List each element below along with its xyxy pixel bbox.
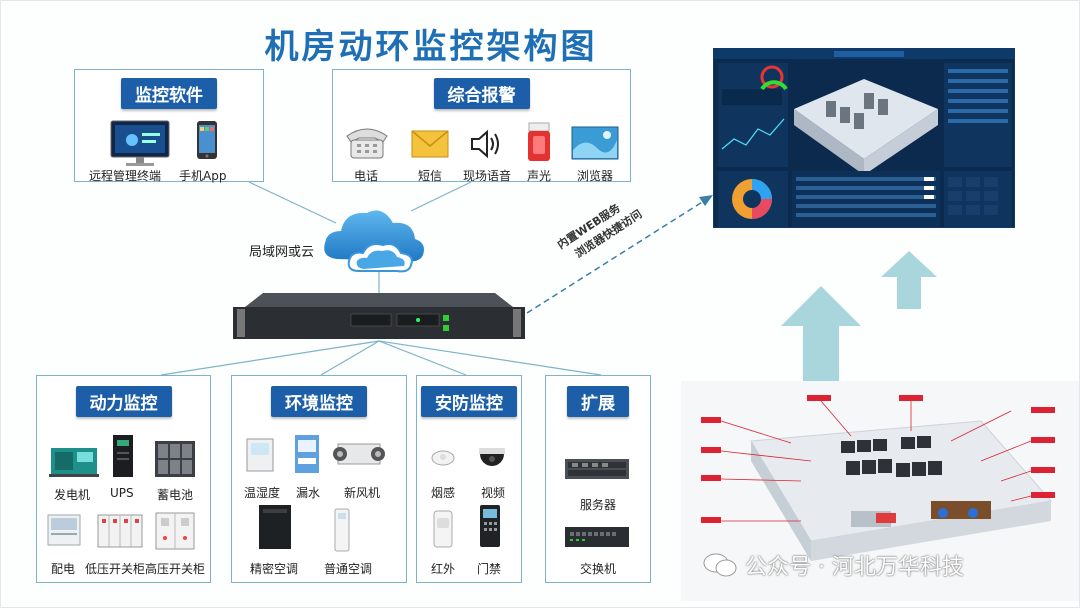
power-item-label: 蓄电池 — [157, 488, 194, 502]
telephone-icon — [346, 128, 388, 159]
security-header: 安防监控 — [421, 386, 517, 417]
precision-ac-icon — [259, 505, 291, 549]
wechat-logo-icon — [703, 553, 737, 577]
up-arrow-small — [881, 251, 937, 309]
smoke-detector-icon — [431, 450, 455, 466]
web-service-note: 内置WEB服务 浏览器快捷访问 — [554, 174, 673, 268]
power-item-label: 发电机 — [54, 488, 91, 502]
alarm-item-label: 声光 — [527, 169, 552, 183]
security-item-label: 门禁 — [477, 562, 502, 576]
generator-icon — [49, 448, 99, 477]
infrared-sensor-icon — [433, 510, 453, 548]
high-voltage-switchgear-icon — [155, 512, 195, 550]
software-item-label: 手机App — [179, 169, 227, 183]
dashboard-graphic — [714, 49, 1014, 227]
alarm-panel: 综合报警 电话 短信 现场语音 声光 浏览器 — [332, 69, 631, 183]
fresh-air-unit-icon — [333, 443, 385, 465]
network-label: 局域网或云 — [249, 245, 315, 260]
power-item-label: UPS — [110, 486, 134, 500]
environment-panel: 环境监控 温湿度 漏水 新风机 精密空调 普通空调 — [231, 375, 407, 583]
security-item-label: 红外 — [431, 562, 456, 576]
strobe-alarm-icon — [528, 122, 550, 161]
distribution-cabinet-icon — [47, 514, 81, 546]
security-item-label: 烟感 — [431, 486, 456, 500]
software-item-label: 远程管理终端 — [89, 169, 162, 183]
dashboard-preview — [713, 48, 1015, 228]
water-leak-sensor-icon — [295, 435, 319, 473]
rack-server-icon — [565, 459, 629, 479]
environment-item-label: 精密空调 — [250, 562, 299, 576]
power-item-label: 高压开关柜 — [145, 562, 206, 576]
speaker-icon — [471, 129, 499, 159]
power-header: 动力监控 — [75, 386, 172, 417]
network-switch-icon — [565, 527, 629, 547]
watermark-text: 公众号 · 河北万华科技 — [745, 549, 1080, 581]
up-arrow-large — [781, 286, 861, 381]
power-item-label: 配电 — [51, 562, 76, 576]
battery-icon — [155, 441, 195, 477]
security-item-label: 视频 — [481, 486, 506, 500]
environment-item-label: 新风机 — [344, 486, 381, 500]
software-panel: 监控软件 远程管理终端 手机App — [74, 69, 264, 183]
expansion-item-label: 交换机 — [580, 562, 617, 576]
environment-header: 环境监控 — [271, 386, 367, 417]
diagram-title: 机房动环监控架构图 — [264, 27, 598, 67]
dome-camera-icon — [479, 448, 505, 466]
ups-icon — [113, 435, 133, 477]
expansion-item-label: 服务器 — [580, 498, 617, 512]
alarm-item-label: 浏览器 — [577, 169, 614, 183]
envelope-icon — [411, 130, 449, 158]
alarm-header: 综合报警 — [433, 78, 530, 109]
monitoring-host-icon — [233, 293, 525, 339]
alarm-item-label: 现场语音 — [463, 169, 512, 183]
power-panel: 动力监控 发电机 UPS 蓄电池 配电 低压开关柜 高压开关柜 — [36, 375, 211, 583]
low-voltage-switchgear-icon — [97, 514, 143, 548]
thermo-hygrometer-icon — [246, 438, 274, 472]
expansion-panel: 扩展 服务器 交换机 — [545, 375, 651, 583]
power-item-label: 低压开关柜 — [85, 562, 146, 576]
room-layout-illustration — [681, 381, 1079, 601]
environment-item-label: 普通空调 — [324, 562, 373, 576]
standard-ac-icon — [334, 508, 350, 552]
browser-icon — [571, 126, 619, 160]
cloud-icon — [324, 210, 424, 273]
phone-icon — [197, 121, 217, 159]
environment-item-label: 温湿度 — [244, 486, 281, 500]
alarm-item-label: 电话 — [354, 169, 379, 183]
alarm-item-label: 短信 — [418, 169, 443, 183]
security-panel: 安防监控 烟感 视频 红外 门禁 — [416, 375, 522, 583]
environment-item-label: 漏水 — [296, 486, 321, 500]
expansion-header: 扩展 — [567, 386, 629, 417]
monitor-icon — [110, 120, 170, 166]
access-control-icon — [480, 505, 500, 547]
watermark-label: 公众号 · 河北万华科技 — [745, 555, 964, 580]
software-header: 监控软件 — [121, 78, 217, 109]
